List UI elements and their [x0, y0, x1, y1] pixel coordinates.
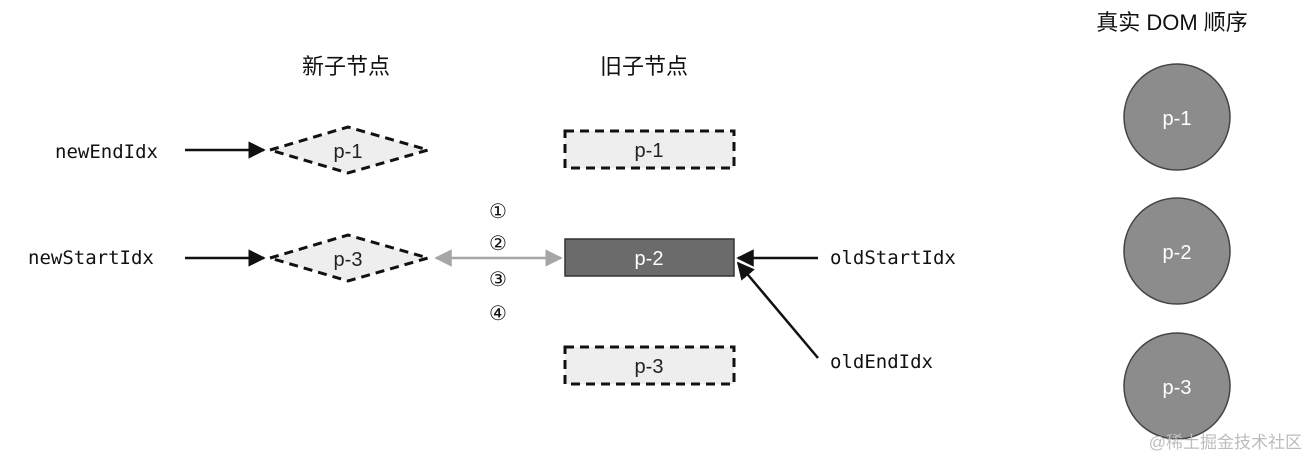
dom-node-p3-label: p-3 — [1163, 377, 1192, 399]
new-node-p1-label: p-1 — [334, 141, 363, 163]
new-children-heading: 新子节点 — [302, 54, 390, 79]
old-node-p1-shape — [563, 129, 736, 170]
old-node-p3-label: p-3 — [635, 356, 664, 378]
dom-node-p3: p-3 — [1123, 332, 1231, 440]
old-node-p2-shape — [564, 238, 735, 277]
dom-node-p2-label: p-2 — [1163, 242, 1192, 264]
dom-node-p2: p-2 — [1123, 197, 1231, 305]
old-node-p3-shape — [563, 345, 736, 386]
dom-node-p1-shape — [1123, 63, 1231, 171]
watermark: @稀土掘金技术社区 — [1149, 433, 1302, 452]
dom-node-p1-label: p-1 — [1163, 108, 1192, 130]
old-node-p1: p-1 — [563, 129, 736, 170]
step-4: ④ — [489, 303, 507, 325]
step-1: ① — [489, 201, 507, 223]
old-node-p1-label: p-1 — [635, 140, 664, 162]
new-end-idx-label: newEndIdx — [55, 141, 158, 163]
old-start-idx-label: oldStartIdx — [830, 247, 956, 269]
old-children-heading: 旧子节点 — [600, 54, 688, 79]
dom-node-p2-shape — [1123, 197, 1231, 305]
new-node-p3-label: p-3 — [334, 249, 363, 271]
step-3: ③ — [489, 269, 507, 291]
dom-node-p1: p-1 — [1123, 63, 1231, 171]
dom-node-p3-shape — [1123, 332, 1231, 440]
new-node-p3-shape — [264, 233, 434, 283]
step-2: ② — [489, 233, 507, 255]
old-end-idx-arrow — [736, 261, 819, 359]
old-node-p2: p-2 — [564, 238, 735, 277]
new-node-p1-shape — [264, 125, 434, 175]
new-start-idx-label: newStartIdx — [28, 247, 154, 269]
old-end-idx-label: oldEndIdx — [830, 351, 933, 373]
real-dom-heading: 真实 DOM 顺序 — [1096, 10, 1248, 35]
old-node-p3: p-3 — [563, 345, 736, 386]
new-node-p3: p-3 — [264, 233, 434, 283]
old-node-p2-label: p-2 — [635, 248, 664, 270]
new-node-p1: p-1 — [264, 125, 434, 175]
